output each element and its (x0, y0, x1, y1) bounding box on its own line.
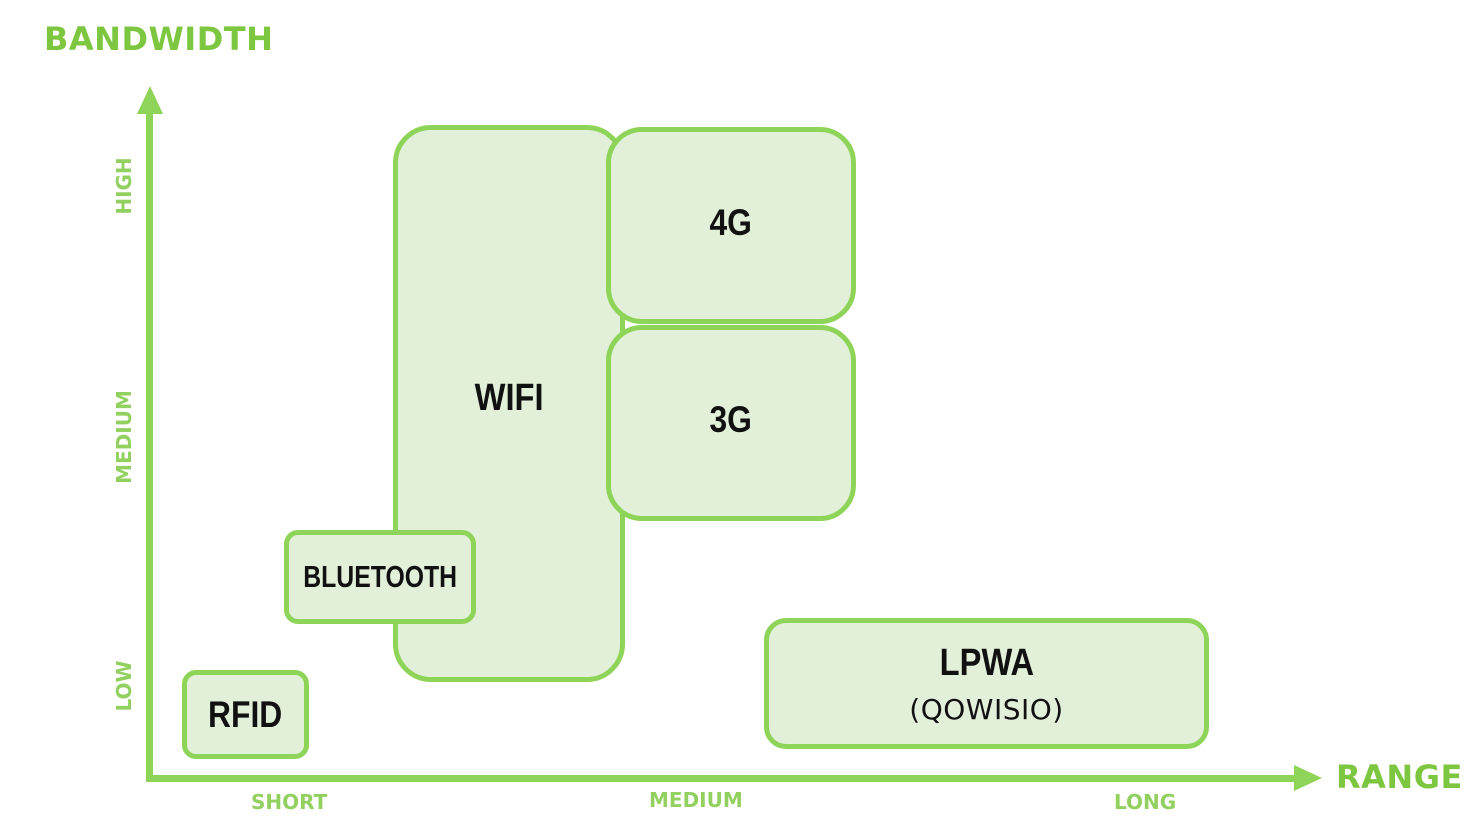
bluetooth-label: BLUETOOTH (303, 559, 457, 594)
wifi-label: WIFI (474, 377, 544, 419)
x-tick-long: LONG (1114, 790, 1177, 814)
y-axis-arrow-icon (137, 86, 163, 114)
lpwa-label: LPWA (939, 641, 1034, 684)
rfid-label: RFID (208, 693, 283, 735)
y-tick-high: HIGH (112, 157, 136, 215)
y-tick-low: LOW (112, 660, 136, 712)
4g-label: 4G (709, 201, 753, 243)
3g-label: 3G (709, 399, 753, 440)
4g-box: 4G (606, 127, 856, 324)
lpwa-box: LPWA (QOWISIO) (764, 618, 1209, 749)
x-tick-medium: MEDIUM (649, 788, 743, 812)
x-axis-line (146, 775, 1298, 782)
x-axis-arrow-icon (1294, 765, 1322, 791)
y-axis-title: BANDWIDTH (44, 20, 274, 58)
bluetooth-box: BLUETOOTH (284, 530, 476, 624)
x-axis-title: RANGE (1336, 758, 1463, 796)
y-axis-line (146, 110, 153, 782)
x-tick-short: SHORT (251, 790, 328, 814)
lpwa-sublabel: (QOWISIO) (909, 692, 1064, 726)
y-tick-medium: MEDIUM (112, 390, 136, 484)
3g-box: 3G (606, 325, 856, 521)
rfid-box: RFID (182, 670, 309, 759)
